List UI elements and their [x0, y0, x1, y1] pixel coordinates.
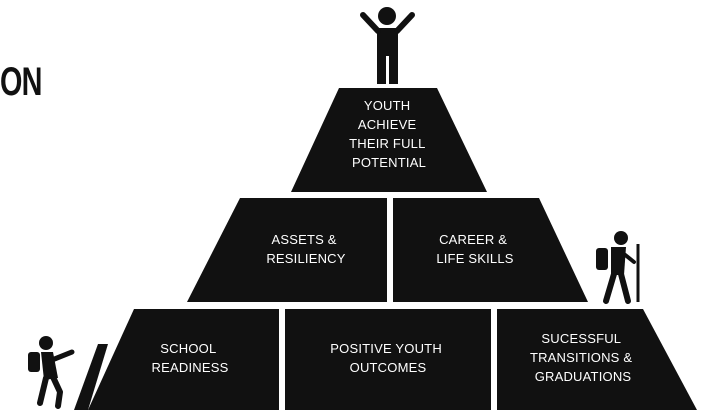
- hiker-with-walking-stick-icon: [596, 231, 640, 304]
- tier-top: [291, 88, 487, 192]
- tier-bottom-left: [88, 309, 279, 410]
- partial-heading: ON: [0, 60, 42, 104]
- tier-middle-left: [187, 198, 387, 302]
- label-career-life-skills: CAREER & LIFE SKILLS: [436, 232, 513, 266]
- label-school-readiness: SCHOOL READINESS: [152, 341, 229, 375]
- tier-middle-right: [393, 198, 588, 302]
- label-assets-resiliency: ASSETS & RESILIENCY: [266, 232, 345, 266]
- tier-bottom-right: [497, 309, 697, 410]
- label-top: YOUTH ACHIEVE THEIR FULL POTENTIAL: [349, 98, 429, 170]
- climber-icon: [28, 336, 108, 410]
- label-successful-transitions: SUCESSFUL TRANSITIONS & GRADUATIONS: [530, 331, 636, 384]
- tier-bottom-center: [285, 309, 491, 410]
- label-positive-youth-outcomes: POSITIVE YOUTH OUTCOMES: [330, 341, 445, 375]
- person-arms-raised-icon: [360, 7, 415, 84]
